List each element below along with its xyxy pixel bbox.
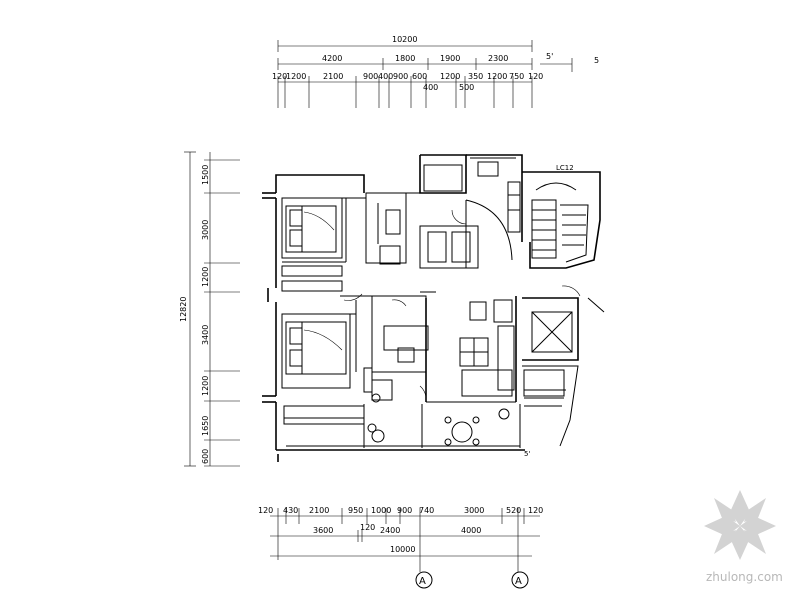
bottom-row1-dim-2: 430 bbox=[283, 506, 298, 515]
watermark-text: zhulong.com bbox=[706, 570, 783, 584]
bottom-row2-dim-2: 120 bbox=[360, 523, 375, 532]
left-dim-3: 1200 bbox=[201, 267, 210, 287]
left-dim-4: 3400 bbox=[201, 325, 210, 345]
left-dim-5: 1200 bbox=[201, 376, 210, 396]
top-row3-sub-dim-2: 500 bbox=[459, 83, 474, 92]
left-dim-7: 600 bbox=[201, 449, 210, 464]
top-row2-dim-1: 4200 bbox=[322, 54, 342, 63]
plant-icons bbox=[367, 393, 510, 443]
top-row3-dim-2: 1200 bbox=[286, 72, 306, 81]
top-row2-dim-2: 1800 bbox=[395, 54, 415, 63]
top-row3-dim-10: 1200 bbox=[487, 72, 507, 81]
top-row2-dim-4: 2300 bbox=[488, 54, 508, 63]
top-row3-dim-6: 900 bbox=[393, 72, 408, 81]
bottom-row1-dim-1: 120 bbox=[258, 506, 273, 515]
top-mark-5prime: 5' bbox=[546, 52, 553, 61]
bottom-row2-dim-3: 2400 bbox=[380, 526, 400, 535]
top-row2-dim-3: 1900 bbox=[440, 54, 460, 63]
bed-2-icon bbox=[285, 321, 347, 375]
left-dim-2: 3000 bbox=[201, 220, 210, 240]
stair-label-lc12: LC12 bbox=[556, 164, 574, 172]
bottom-row2-dim-4: 4000 bbox=[461, 526, 481, 535]
left-dim-6: 1650 bbox=[201, 416, 210, 436]
bed-1-icon bbox=[285, 205, 337, 253]
bottom-row1-dim-10: 120 bbox=[528, 506, 543, 515]
top-row3-dim-7: 600 bbox=[412, 72, 427, 81]
bottom-dimension-chain: 120 430 2100 950 1000 900 740 3000 520 1… bbox=[258, 506, 543, 572]
top-row3-dim-9: 350 bbox=[468, 72, 483, 81]
left-overall-dim: 12820 bbox=[179, 297, 188, 322]
top-row3-sub-dim-1: 400 bbox=[423, 83, 438, 92]
bottom-row1-dim-7: 740 bbox=[419, 506, 434, 515]
zhulong-logo-icon bbox=[704, 490, 776, 560]
top-row3-dim-12: 120 bbox=[528, 72, 543, 81]
bottom-row1-dim-9: 520 bbox=[506, 506, 521, 515]
bottom-row2-dim-1: 3600 bbox=[313, 526, 333, 535]
balcony-mark-5prime: 5' bbox=[524, 450, 530, 458]
left-dimension-chain: 12820 1500 3000 1200 3400 1200 1650 600 bbox=[179, 151, 240, 467]
top-overall-dim: 10200 bbox=[392, 35, 417, 44]
top-dimension-chain: 10200 4200 1800 1900 2300 120 1200 2100 … bbox=[272, 35, 599, 108]
axis-label-2: A bbox=[515, 576, 522, 587]
bottom-row1-dim-4: 950 bbox=[348, 506, 363, 515]
axis-label-1: A bbox=[419, 576, 426, 587]
top-row3-dim-5: 400 bbox=[378, 72, 393, 81]
door-swings bbox=[343, 209, 581, 403]
bottom-row1-dim-6: 900 bbox=[397, 506, 412, 515]
left-dim-1: 1500 bbox=[201, 165, 210, 185]
bottom-row1-dim-5: 1000 bbox=[371, 506, 391, 515]
grid-axis-markers: A A bbox=[415, 571, 529, 589]
bottom-row1-dim-3: 2100 bbox=[309, 506, 329, 515]
bottom-row1-dim-8: 3000 bbox=[464, 506, 484, 515]
bottom-overall-dim: 10000 bbox=[390, 545, 415, 554]
top-row3-dim-4: 900 bbox=[363, 72, 378, 81]
top-row3-dim-11: 750 bbox=[509, 72, 524, 81]
top-row3-dim-3: 2100 bbox=[323, 72, 343, 81]
top-row3-dim-1: 120 bbox=[272, 72, 287, 81]
top-row3-dim-8: 1200 bbox=[440, 72, 460, 81]
walls: LC12 bbox=[262, 154, 605, 462]
top-mark-5: 5 bbox=[594, 56, 599, 65]
